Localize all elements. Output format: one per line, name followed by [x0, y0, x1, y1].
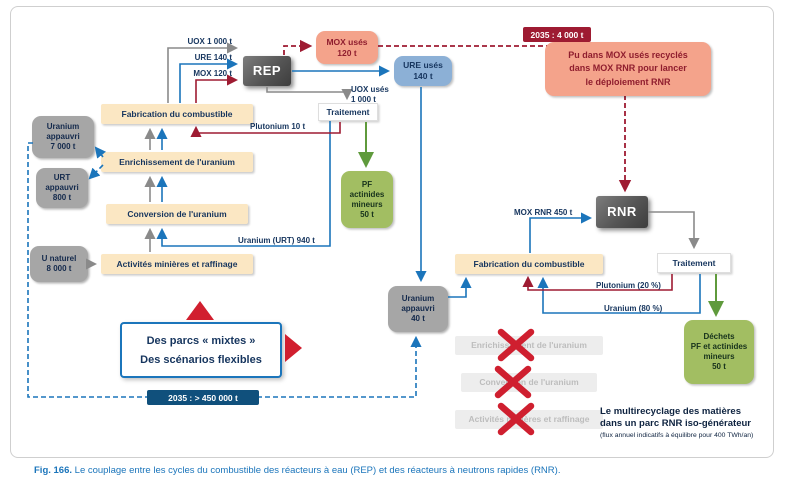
reactor-rep: REP [243, 56, 291, 86]
reactor-rnr: RNR [596, 196, 648, 228]
step-conversion-disabled: Conversion de l'uranium [461, 373, 597, 392]
box-traitement-rep: Traitement [318, 103, 378, 121]
box-pf-actinides-mineurs: PF actinides mineurs 50 t [341, 171, 393, 228]
figure-caption: Fig. 166. Le couplage entre les cycles d… [34, 465, 560, 476]
parcs-mixtes-line2: Des scénarios flexibles [140, 353, 262, 366]
parcs-mixtes-line1: Des parcs « mixtes » [146, 334, 256, 347]
flow-label-uox: UOX 1 000 t [187, 37, 232, 46]
step-enrichissement-disabled: Enrichissement de l'uranium [455, 336, 603, 355]
flow-label-plutonium-20: Plutonium (20 %) [596, 281, 661, 290]
box-mox-uses: MOX usés 120 t [316, 31, 378, 64]
note-multirecyclage-title: Le multirecyclage des matières dans un p… [600, 406, 751, 430]
flow-label-uranium-80: Uranium (80 %) [604, 304, 663, 313]
step-enrichissement-rep: Enrichissement de l'uranium [101, 152, 253, 172]
stock-urt-appauvri-800: URT appauvri 800 t [36, 168, 88, 208]
flow-label-mox-rnr-450: MOX RNR 450 t [514, 208, 573, 217]
badge-mox-stock-2035: 2035 : 4 000 t [523, 27, 591, 42]
box-dechets-pf-actinides: Déchets PF et actinides mineurs 50 t [684, 320, 754, 384]
stock-u-naturel-8000: U naturel 8 000 t [30, 246, 88, 282]
figure-caption-text: Le couplage entre les cycles du combusti… [74, 465, 561, 476]
flow-label-uox-uses: UOX usés 1 000 t [351, 85, 389, 104]
note-multirecyclage-subtitle: (flux annuel indicatifs à équilibre pour… [600, 432, 754, 439]
box-ure-uses: URE usés 140 t [394, 56, 452, 86]
flow-label-mox: MOX 120 t [193, 69, 232, 78]
stock-uranium-appauvri-7000: Uranium appauvri 7 000 t [32, 116, 94, 158]
callout-pu-mox-rnr: Pu dans MOX usés recyclés dans MOX RNR p… [545, 42, 711, 96]
step-fabrication-combustible-rep: Fabrication du combustible [101, 104, 253, 124]
callout-parcs-mixtes: Des parcs « mixtes » Des scénarios flexi… [120, 322, 282, 378]
badge-uranium-stock-2035: 2035 : > 450 000 t [147, 390, 259, 405]
box-traitement-rnr: Traitement [657, 253, 731, 273]
step-activites-minieres-rep: Activités minières et raffinage [101, 254, 253, 274]
flow-label-plutonium-10: Plutonium 10 t [250, 122, 306, 131]
stock-uranium-appauvri-40: Uranium appauvri 40 t [388, 286, 448, 332]
flow-label-uranium-urt-940: Uranium (URT) 940 t [238, 236, 315, 245]
figure-number: Fig. 166. [34, 465, 73, 476]
step-conversion-rep: Conversion de l'uranium [106, 204, 248, 224]
step-activites-minieres-disabled: Activités minières et raffinage [455, 410, 603, 429]
flow-label-ure: URE 140 t [194, 53, 232, 62]
step-fabrication-combustible-rnr: Fabrication du combustible [455, 254, 603, 274]
